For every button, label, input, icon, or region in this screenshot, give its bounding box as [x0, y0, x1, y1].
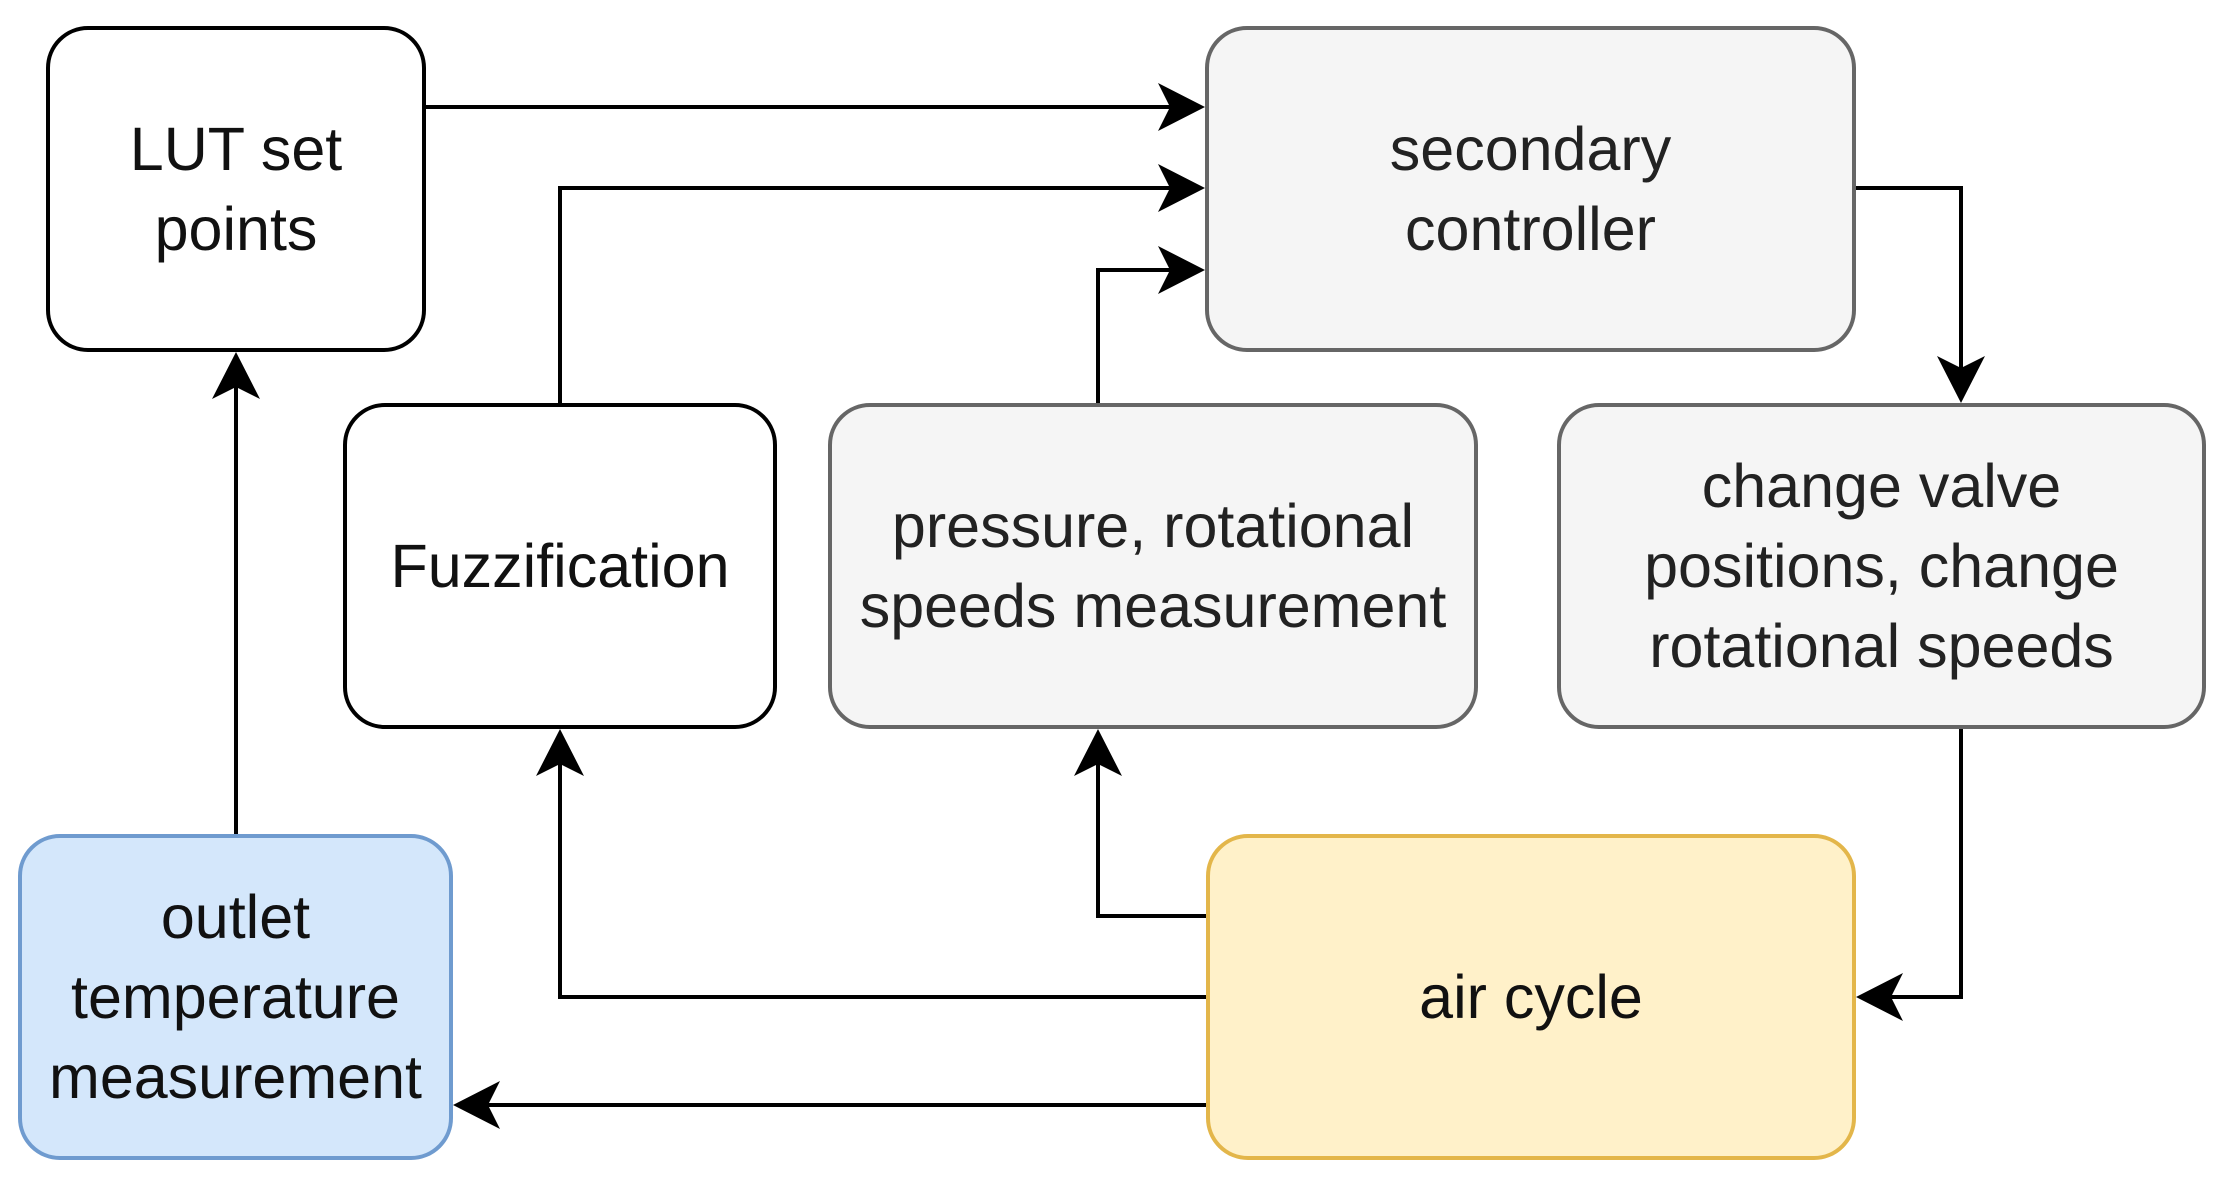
edge-fuzzification-to-secondary: [558, 186, 1200, 403]
fuzzification-label: Fuzzification: [390, 532, 730, 600]
fuzzification-node: Fuzzification: [343, 403, 777, 729]
outlet-temperature-node: outlet temperature measurement: [18, 834, 453, 1160]
edge-air-cycle-to-pressure: [1096, 734, 1206, 918]
edge-air-cycle-to-fuzzification: [558, 734, 1206, 999]
air-cycle-node: air cycle: [1206, 834, 1856, 1160]
air-cycle-label: air cycle: [1419, 963, 1643, 1031]
arrowhead-air-cycle-to-fuzzification: [536, 729, 584, 776]
arrowhead-air-cycle-to-outlet: [453, 1081, 500, 1129]
edge-secondary-to-change: [1856, 186, 1963, 398]
arrowhead-secondary-to-change: [1937, 356, 1985, 403]
arrowhead-air-cycle-to-pressure: [1074, 729, 1122, 776]
secondary-label-line-2: controller: [1405, 195, 1656, 263]
pressure-label-line-2: speeds measurement: [859, 572, 1447, 640]
arrowhead-fuzzification-to-secondary: [1158, 164, 1205, 212]
arrowhead-lut-to-secondary: [1158, 83, 1205, 131]
secondary-label-line-1: secondary: [1389, 115, 1672, 183]
lut-label-line-2: points: [154, 195, 318, 263]
change-label-line-1: change valve: [1701, 452, 2062, 520]
outlet-label-line-1: outlet: [160, 883, 311, 951]
arrowhead-pressure-to-secondary: [1158, 246, 1205, 294]
outlet-label-line-3: measurement: [49, 1043, 422, 1111]
pressure-measurement-node: pressure, rotational speeds measurement: [828, 403, 1478, 729]
arrowhead-outlet-to-lut: [212, 352, 260, 399]
lut-set-points-node: LUT set points: [46, 26, 426, 352]
outlet-label-line-2: temperature: [71, 963, 400, 1031]
arrowhead-change-to-air-cycle: [1856, 973, 1903, 1021]
change-valve-positions-node: change valve positions, change rotationa…: [1557, 403, 2206, 729]
edge-change-to-air-cycle: [1861, 729, 1963, 999]
secondary-controller-node: secondary controller: [1205, 26, 1856, 352]
lut-label-line-1: LUT set: [129, 115, 343, 183]
change-label-line-2: positions, change: [1644, 532, 2119, 600]
pressure-label-line-1: pressure, rotational: [891, 492, 1415, 560]
edge-pressure-to-secondary: [1096, 268, 1200, 403]
change-label-line-3: rotational speeds: [1649, 612, 2114, 680]
